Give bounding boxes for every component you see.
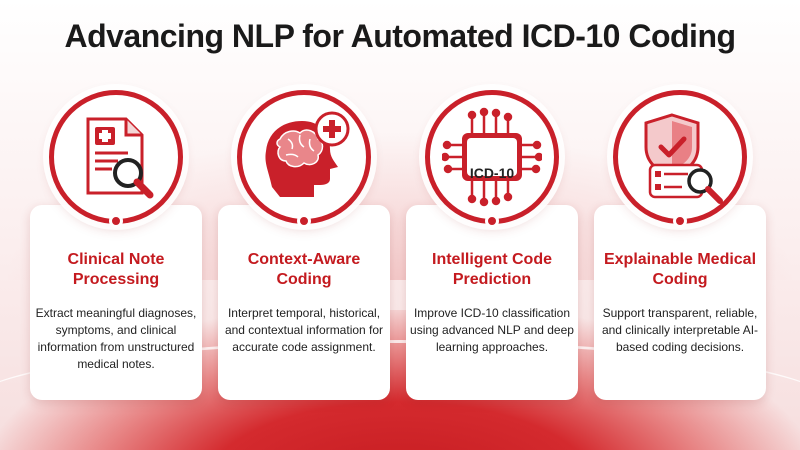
shield-check-icon — [630, 109, 730, 205]
page-title: Advancing NLP for Automated ICD-10 Codin… — [64, 18, 736, 54]
icon-ring — [237, 90, 371, 228]
chip-label: ICD-10 — [469, 165, 515, 181]
card-description: Extract meaningful diagnoses, symptoms, … — [35, 306, 197, 371]
background-swoosh — [0, 340, 800, 410]
brain-plus-icon — [254, 109, 354, 205]
icon-ring — [613, 90, 747, 228]
ring-connector-dot — [485, 214, 499, 228]
card-clinical-note-processing: Clinical Note Processing Extract meaning… — [30, 205, 202, 400]
ring-connector-dot — [297, 214, 311, 228]
card-title: Intelligent Code Prediction — [432, 251, 552, 288]
ring-connector-dot — [109, 214, 123, 228]
card-intelligent-code-prediction: Intelligent Code Prediction Improve ICD-… — [406, 205, 578, 400]
icon-ring — [49, 90, 183, 228]
clinical-document-magnifier-icon — [68, 109, 164, 205]
icon-ring: ICD-10 — [425, 90, 559, 228]
card-description: Interpret temporal, historical, and cont… — [224, 306, 384, 354]
card-context-aware-coding: Context-Aware Coding Interpret temporal,… — [218, 205, 390, 400]
card-title: Clinical Note Processing — [67, 251, 165, 288]
card-description: Improve ICD-10 classification using adva… — [410, 306, 574, 354]
ring-connector-dot — [673, 214, 687, 228]
icd10-chip-icon: ICD-10 — [442, 107, 542, 207]
card-title: Context-Aware Coding — [247, 251, 361, 288]
card-description: Support transparent, reliable, and clini… — [601, 306, 759, 354]
card-explainable-medical-coding: Explainable Medical Coding Support trans… — [594, 205, 766, 400]
card-title: Explainable Medical Coding — [603, 251, 757, 288]
